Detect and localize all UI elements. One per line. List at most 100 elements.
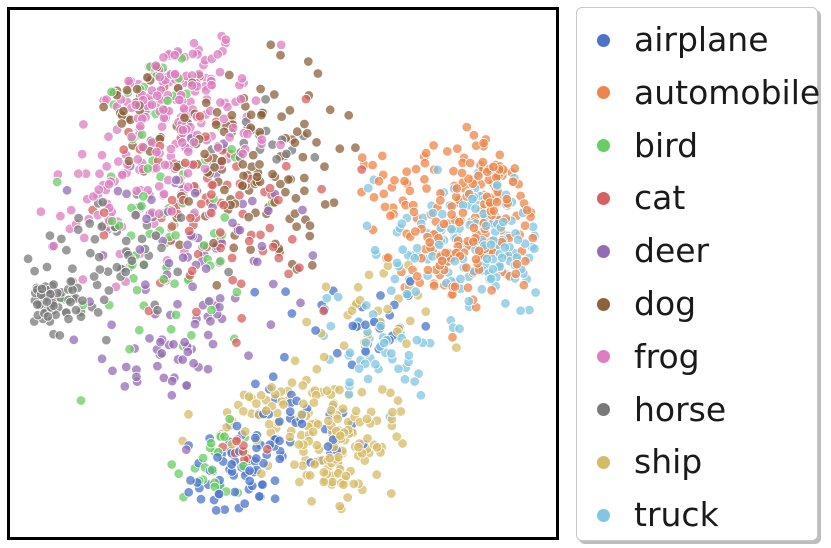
point-bird <box>142 163 154 174</box>
point-horse <box>67 263 78 274</box>
scatter-plot <box>22 30 541 516</box>
point-truck <box>411 335 423 346</box>
point-automobile <box>518 280 530 291</box>
point-horse <box>93 251 105 263</box>
point-airplane <box>274 416 285 427</box>
point-bird <box>173 468 184 479</box>
point-dog <box>209 162 220 173</box>
point-dog <box>299 185 310 197</box>
point-frog <box>159 159 171 171</box>
point-horse <box>42 311 54 322</box>
point-dog <box>289 137 301 148</box>
point-bird <box>51 176 63 188</box>
point-dog <box>312 68 324 79</box>
point-truck <box>486 273 497 285</box>
point-horse <box>54 330 66 341</box>
point-dog <box>255 83 266 95</box>
point-airplane <box>244 465 255 476</box>
point-bird <box>136 200 147 212</box>
point-automobile <box>373 175 385 187</box>
legend-label: cat <box>634 178 686 218</box>
point-deer <box>200 263 212 274</box>
point-ship <box>377 384 388 395</box>
point-deer <box>247 195 258 207</box>
point-deer <box>177 354 188 365</box>
point-frog <box>169 69 181 80</box>
point-frog <box>178 103 190 114</box>
legend-marker <box>597 350 610 364</box>
point-deer <box>166 375 178 387</box>
point-dog <box>284 105 296 116</box>
point-dog <box>265 39 276 51</box>
point-truck <box>361 300 372 311</box>
point-frog <box>132 154 143 165</box>
point-ship <box>255 390 267 401</box>
point-cat <box>268 241 279 253</box>
point-deer <box>227 217 238 229</box>
point-truck <box>397 244 408 255</box>
point-deer <box>152 360 163 372</box>
legend-item-dog: dog <box>577 284 696 324</box>
point-frog <box>220 34 232 45</box>
point-frog <box>153 208 165 219</box>
point-dog <box>118 105 129 117</box>
point-truck <box>360 337 372 348</box>
point-ship <box>382 304 393 315</box>
point-frog <box>275 139 286 151</box>
point-deer <box>295 297 306 309</box>
point-cat <box>215 227 226 238</box>
point-horse <box>29 265 40 277</box>
point-horse <box>61 244 72 256</box>
point-ship <box>350 405 362 417</box>
point-dog <box>275 50 286 61</box>
point-horse <box>103 285 115 296</box>
point-dog <box>251 171 263 183</box>
point-truck <box>467 193 478 205</box>
point-horse <box>96 221 108 232</box>
point-dog <box>183 196 194 207</box>
point-ship <box>298 398 309 410</box>
point-frog <box>224 132 235 143</box>
point-frog <box>130 99 142 111</box>
point-automobile <box>511 258 523 270</box>
point-truck <box>409 253 420 264</box>
point-dog <box>211 107 223 118</box>
point-automobile <box>468 222 480 234</box>
point-horse <box>98 294 110 306</box>
point-automobile <box>465 157 476 169</box>
point-ship <box>304 470 316 481</box>
point-dog <box>311 137 322 148</box>
point-deer <box>297 204 308 216</box>
point-ship <box>451 342 462 353</box>
point-automobile <box>419 174 430 185</box>
point-bird <box>166 459 177 470</box>
point-truck <box>403 350 415 361</box>
legend-label: deer <box>634 231 710 271</box>
point-horse <box>72 224 84 235</box>
point-automobile <box>446 209 457 220</box>
point-ship <box>308 426 319 438</box>
point-truck <box>378 337 390 349</box>
point-airplane <box>250 378 261 390</box>
point-deer <box>181 444 192 455</box>
point-frog <box>256 134 268 145</box>
point-ship <box>352 282 364 293</box>
point-horse <box>152 305 163 316</box>
point-bird <box>138 191 149 202</box>
point-cat <box>262 444 273 455</box>
point-automobile <box>428 280 440 291</box>
point-automobile <box>410 226 421 237</box>
point-automobile <box>451 183 463 194</box>
point-horse <box>56 233 67 245</box>
point-ship <box>401 338 412 349</box>
point-frog <box>135 120 146 132</box>
point-frog <box>48 240 59 252</box>
point-cat <box>186 265 198 276</box>
point-cat <box>215 242 226 254</box>
point-truck <box>476 284 488 295</box>
point-horse <box>281 148 292 160</box>
point-ship <box>318 351 330 363</box>
point-automobile <box>422 264 434 276</box>
point-automobile <box>435 195 446 206</box>
point-bird <box>124 344 135 355</box>
